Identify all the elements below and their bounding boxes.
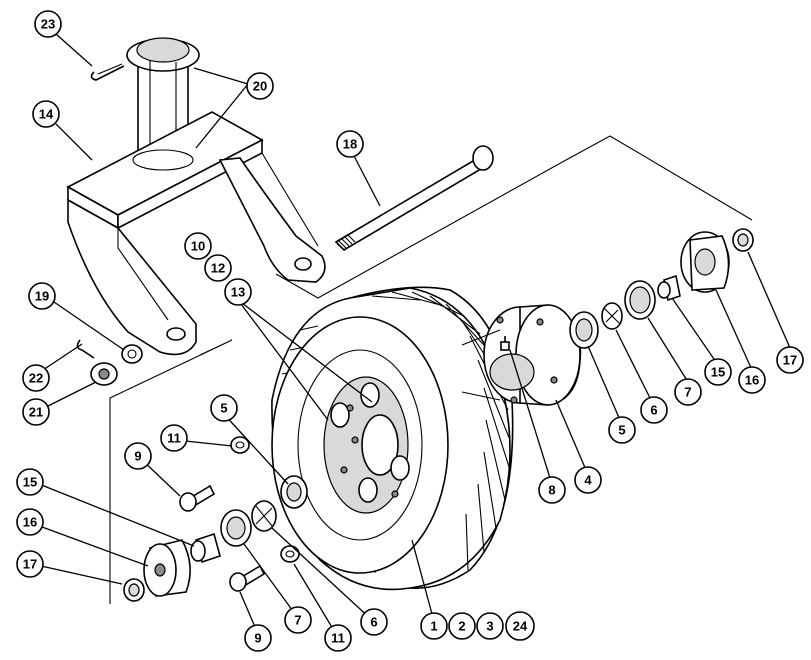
callout-label: 7 (294, 613, 301, 628)
callout-label: 23 (41, 17, 55, 32)
callout-11-lower: 11 (324, 624, 352, 652)
callout-2: 2 (448, 612, 476, 640)
axle-bolt-part-18 (334, 145, 494, 252)
callout-label: 22 (29, 371, 43, 386)
callout-label: 15 (711, 365, 725, 380)
callout-6-left: 6 (360, 608, 388, 636)
callout-15-right: 15 (704, 358, 732, 386)
cotter-pin-part-23 (90, 63, 125, 81)
callout-10: 10 (184, 232, 212, 260)
callout-label: 21 (29, 405, 43, 420)
callout-17-right: 17 (776, 346, 804, 374)
bolt-part-9-upper (179, 484, 216, 512)
callout-label: 3 (486, 619, 493, 634)
callout-label: 4 (584, 473, 592, 488)
washer-part-19 (121, 344, 143, 364)
callout-1: 1 (420, 612, 448, 640)
callout-label: 17 (783, 353, 797, 368)
callout-11-upper: 11 (160, 424, 188, 452)
leader-lines (31, 33, 791, 635)
callout-label: 16 (23, 515, 37, 530)
grease-fitting-part-8 (500, 336, 510, 351)
seal-part-5-right (569, 311, 599, 349)
callout-17-left: 17 (16, 550, 44, 578)
bearing-cone-part-6-left (251, 500, 277, 532)
callout-label: 13 (231, 285, 245, 300)
callout-23: 23 (34, 10, 62, 38)
callout-16-left: 16 (16, 508, 44, 536)
callout-label: 8 (548, 483, 555, 498)
callout-label: 14 (39, 107, 54, 122)
callout-16-right: 16 (738, 366, 766, 394)
hub-part-4 (461, 304, 582, 406)
cap-part-16-right (680, 231, 730, 293)
callout-7-right: 7 (674, 378, 702, 406)
bolt-part-9-lower (229, 564, 266, 592)
callout-label: 17 (23, 557, 37, 572)
callout-label: 7 (684, 385, 691, 400)
cap-part-16-left (143, 539, 191, 597)
callout-19: 19 (28, 282, 56, 310)
callout-20: 20 (246, 72, 274, 100)
callout-label: 18 (343, 137, 357, 152)
callout-3: 3 (476, 612, 504, 640)
callout-label: 1 (430, 619, 437, 634)
callout-14: 14 (32, 100, 60, 128)
callout-7-left: 7 (284, 606, 312, 634)
callout-22: 22 (22, 364, 50, 392)
callout-label: 11 (331, 631, 345, 646)
bushing-part-17-right (732, 228, 754, 252)
bearing-cone-part-6-right (601, 302, 623, 330)
callouts: 23 20 14 18 10 12 13 19 22 21 5 11 9 15 … (16, 10, 804, 652)
cotter-pin-part-22 (76, 339, 95, 359)
callout-5-right: 5 (608, 416, 636, 444)
callout-label: 19 (35, 289, 49, 304)
callout-21: 21 (22, 398, 50, 426)
lockwasher-part-11-lower (280, 545, 300, 563)
spacer-part-15-right (657, 274, 681, 302)
callout-4: 4 (574, 466, 602, 494)
callout-6-right: 6 (640, 396, 668, 424)
wheel-tire-part-1 (271, 286, 514, 591)
callout-label: 9 (254, 631, 261, 646)
callout-label: 16 (745, 373, 759, 388)
castle-nut-part-21 (90, 362, 118, 386)
callout-label: 9 (134, 449, 141, 464)
lockwasher-part-11-upper (230, 436, 250, 454)
callout-label: 6 (370, 615, 377, 630)
bushing-part-17-left (123, 578, 145, 602)
bearing-cup-part-7-right (624, 280, 656, 320)
callout-label: 5 (220, 401, 227, 416)
callout-label: 6 (650, 403, 657, 418)
callout-5-left: 5 (210, 394, 238, 422)
bearing-cup-part-7-left (220, 509, 252, 547)
callout-24: 24 (505, 611, 535, 641)
callout-label: 2 (458, 619, 465, 634)
callout-label: 12 (211, 261, 225, 276)
callout-label: 10 (191, 239, 205, 254)
callout-13: 13 (224, 278, 252, 306)
callout-15-left: 15 (16, 468, 44, 496)
spacer-part-15-left (190, 532, 221, 564)
callout-18: 18 (336, 130, 364, 158)
callout-9-lower: 9 (244, 624, 272, 652)
callout-label: 5 (618, 423, 625, 438)
fork-bracket-part-14 (66, 111, 326, 356)
callout-12: 12 (204, 254, 232, 282)
callout-8: 8 (538, 476, 566, 504)
left-group-bracket (109, 339, 233, 604)
callout-9-upper: 9 (124, 442, 152, 470)
callout-label: 11 (167, 431, 181, 446)
callout-label: 15 (23, 475, 37, 490)
callout-label: 24 (513, 619, 528, 634)
callout-label: 20 (253, 79, 267, 94)
axle-centerline (275, 135, 753, 299)
